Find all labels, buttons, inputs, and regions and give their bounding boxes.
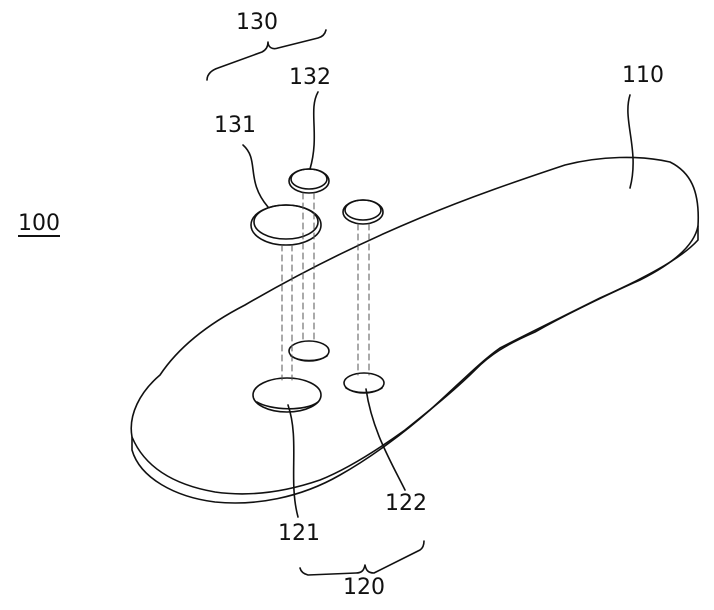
hole-122-small	[343, 372, 385, 394]
leader-122	[365, 388, 406, 491]
leader-110	[627, 94, 634, 189]
label-group-120: 120	[343, 575, 385, 600]
insole-side-wall	[131, 225, 699, 504]
label-insert-131: 131	[214, 113, 256, 138]
bracket-130	[206, 29, 327, 81]
bracket-120	[299, 540, 425, 576]
insert-third-small	[342, 199, 384, 225]
hole-under-132	[288, 340, 330, 362]
label-insert-132: 132	[289, 65, 331, 90]
insert-132-small	[288, 168, 330, 194]
label-insole-110: 110	[622, 63, 664, 88]
label-group-130: 130	[236, 10, 278, 35]
alignment-guides	[281, 192, 370, 381]
leader-132	[309, 91, 319, 170]
label-hole-122: 122	[385, 491, 427, 516]
leader-121	[287, 404, 299, 518]
leader-131	[242, 144, 269, 208]
label-assembly-100: 100	[18, 211, 60, 236]
insert-131-large	[250, 204, 322, 246]
label-hole-121: 121	[278, 521, 320, 546]
insole-outline	[130, 156, 700, 495]
hole-121-large	[252, 377, 322, 413]
